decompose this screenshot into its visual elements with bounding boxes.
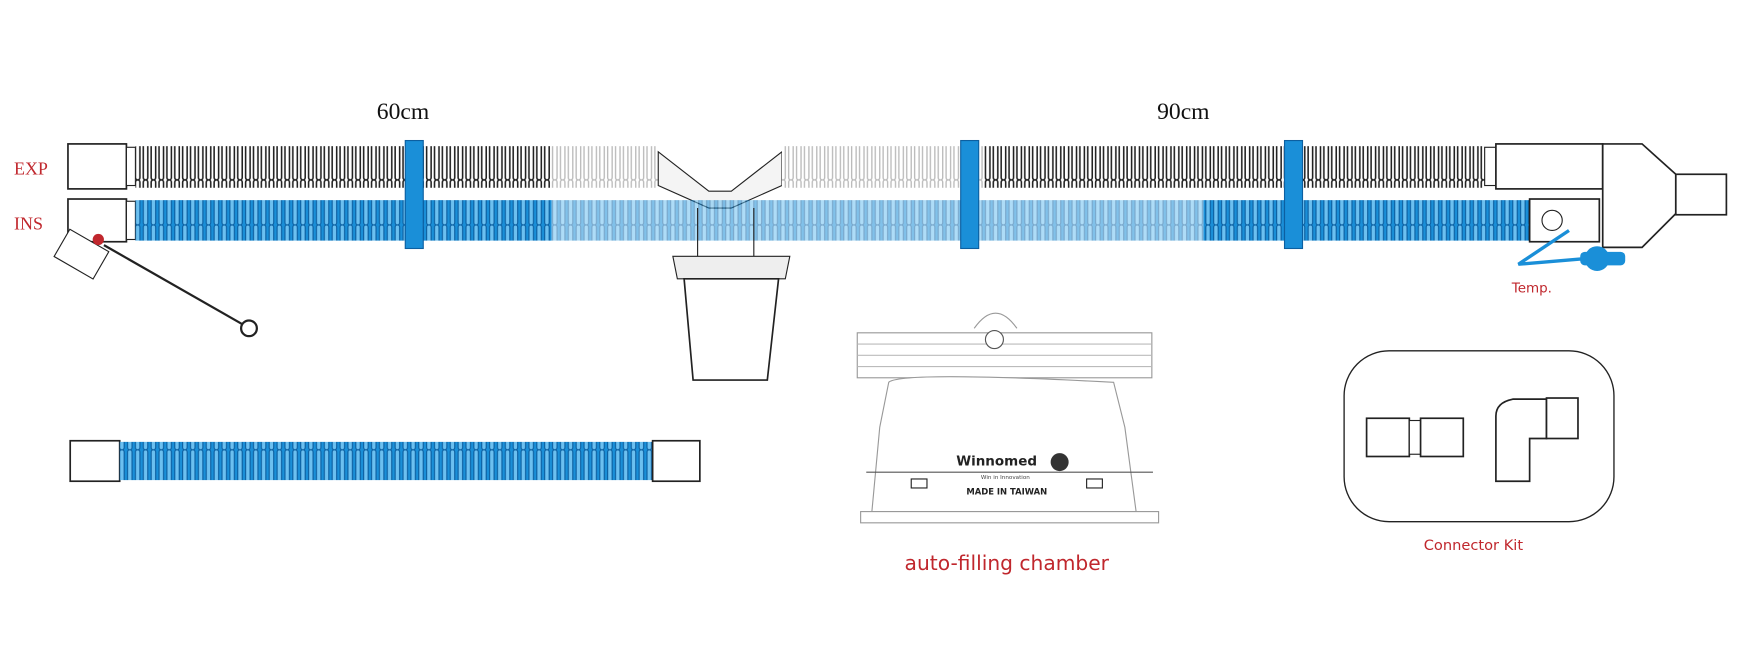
chamber-brand: Winnomed (956, 453, 1037, 469)
single-tube (69, 439, 701, 483)
tube-clip (1283, 139, 1304, 250)
inspiratory-limb (67, 198, 1601, 243)
auto-filling-chamber: Winnomed Win in Innovation MADE IN TAIWA… (856, 312, 1160, 524)
water-trap (672, 208, 791, 381)
chamber-caption: auto-filling chamber (905, 551, 1110, 575)
temp-label: Temp. (1511, 280, 1552, 296)
temperature-probe-left (53, 228, 258, 338)
connector-kit (1343, 350, 1615, 523)
check-icon (910, 478, 928, 489)
connector-kit-label: Connector Kit (1424, 537, 1524, 554)
length-label-60cm: 60cm (377, 99, 429, 125)
chamber-origin: MADE IN TAIWAN (966, 487, 1047, 497)
x-icon (1086, 478, 1103, 489)
length-label-90cm: 90cm (1157, 99, 1209, 125)
chamber-tagline: Win in Innovation (981, 475, 1030, 481)
exp-label: EXP (14, 158, 48, 178)
expiratory-limb (67, 143, 1728, 249)
tube-clip (960, 139, 980, 250)
tube-clip (404, 139, 424, 250)
temperature-port (1517, 209, 1626, 271)
winnomed-logo (1050, 453, 1069, 472)
ins-label: INS (14, 213, 43, 233)
